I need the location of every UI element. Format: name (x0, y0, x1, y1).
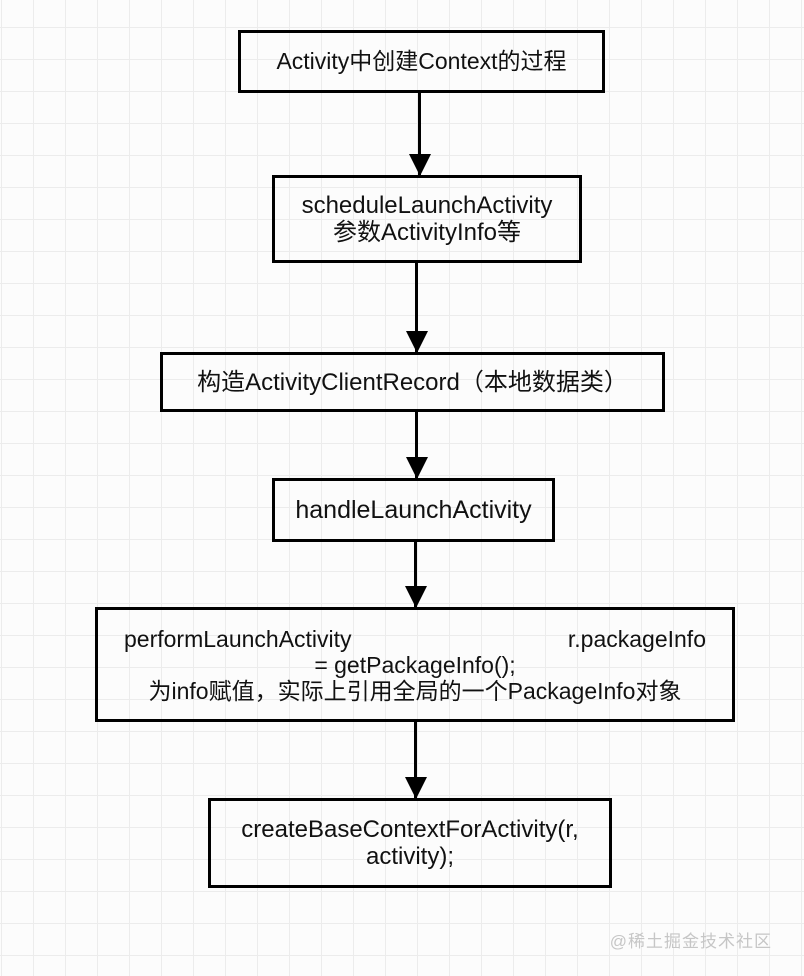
node-label: createBaseContextForActivity(r, (241, 816, 579, 843)
watermark-juejin: @稀土掘金技术社区 (609, 932, 772, 951)
node-label: activity); (365, 843, 454, 870)
node-schedule-launch-activity: scheduleLaunchActivity 参数ActivityInfo等 (272, 175, 582, 263)
node-label: performLaunchActivity (124, 625, 352, 652)
node-label: 为info赋值，实际上引用全局的一个PackageInfo对象 (148, 677, 682, 704)
arrowhead-icon (404, 777, 427, 799)
arrowhead-icon (408, 154, 431, 176)
node-label: 构造ActivityClientRecord（本地数据类） (197, 368, 628, 396)
node-activity-create-context: Activity中创建Context的过程 (238, 30, 605, 93)
node-label: scheduleLaunchActivity (301, 192, 553, 219)
arrowhead-icon (405, 457, 428, 479)
node-label: r.packageInfo (567, 625, 706, 652)
node-label: = getPackageInfo(); (314, 651, 516, 678)
arrowhead-icon (404, 586, 427, 608)
arrowhead-icon (405, 331, 428, 353)
node-create-base-context-for-activity: createBaseContextForActivity(r, activity… (208, 798, 612, 888)
node-label: handleLaunchActivity (295, 495, 532, 524)
node-label: Activity中创建Context的过程 (276, 48, 567, 74)
node-label-row: performLaunchActivity r.packageInfo (124, 626, 706, 652)
flow-arrow-down-icon (404, 720, 427, 799)
flow-arrow-down-icon (404, 540, 427, 608)
node-construct-activity-client-record: 构造ActivityClientRecord（本地数据类） (160, 352, 665, 412)
node-label: 参数ActivityInfo等 (332, 219, 522, 246)
flow-arrow-down-icon (405, 410, 428, 479)
flow-arrow-down-icon (405, 261, 428, 353)
node-handle-launch-activity: handleLaunchActivity (272, 478, 555, 542)
node-perform-launch-activity: performLaunchActivity r.packageInfo = ge… (95, 607, 735, 722)
flow-arrow-down-icon (408, 92, 431, 176)
